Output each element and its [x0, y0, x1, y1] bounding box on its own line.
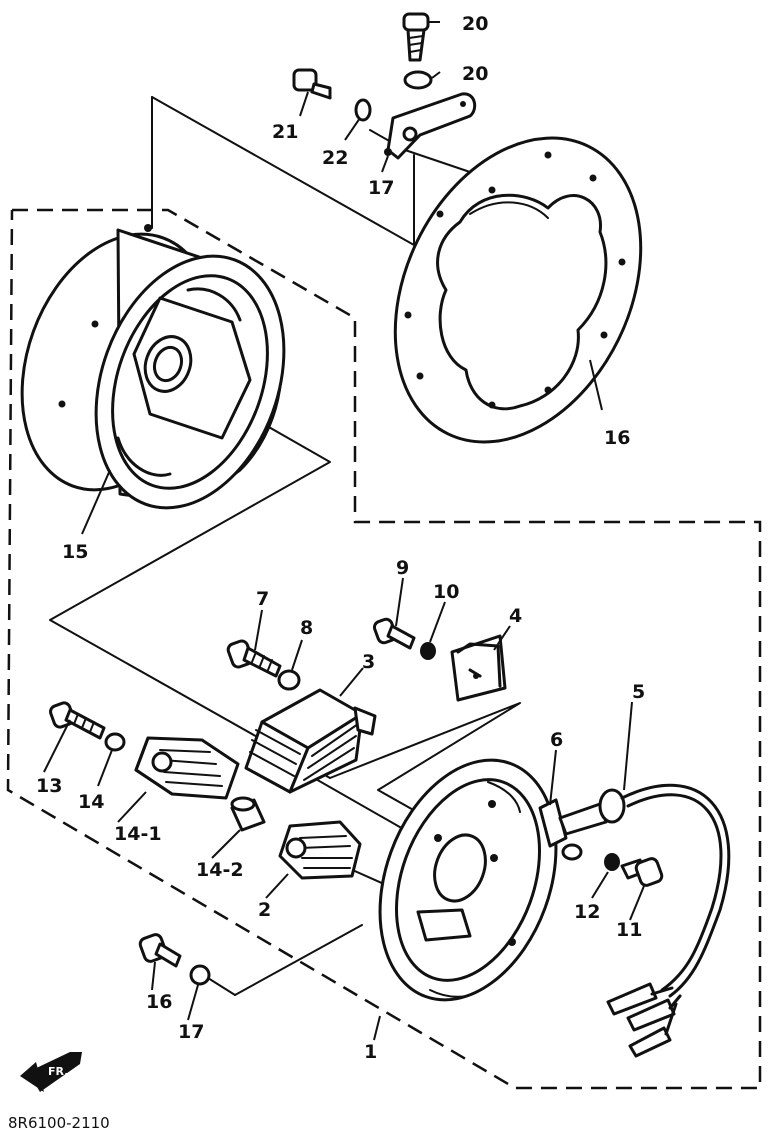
callout-5: 5: [632, 681, 645, 703]
assembly-boundary: [6, 208, 762, 1090]
callout-13: 13: [36, 775, 62, 797]
screw-11: [620, 857, 664, 887]
screw-9: [372, 617, 416, 650]
callout-10: 10: [433, 581, 459, 603]
callout-19: 17: [368, 177, 394, 199]
stator-gasket-ring: [393, 136, 643, 444]
callout-15: 15: [62, 541, 88, 563]
coil-3: [244, 688, 377, 794]
callout-21: 20: [462, 13, 488, 35]
callout-labels: 20 20 21 22 17 16 15 7 8 9 10 4 3 5 6 13…: [36, 13, 645, 1063]
callout-20: 20: [462, 63, 488, 85]
bracket: [384, 92, 477, 160]
callout-18: 16: [604, 427, 630, 449]
coil-2: [278, 820, 362, 880]
callout-1: 1: [364, 1041, 377, 1063]
screw-16: [138, 933, 182, 968]
callout-14: 14: [78, 791, 104, 813]
drawing-code: 8R6100-2110: [8, 1114, 110, 1132]
front-marker-text: FR.: [48, 1065, 68, 1078]
callout-11: 11: [616, 919, 642, 941]
washer-14: [104, 732, 126, 752]
screw-7: [226, 639, 282, 678]
bolt-21: [402, 12, 430, 62]
flywheel-rotor: [20, 224, 286, 510]
washer-8: [277, 669, 301, 691]
callout-3: 3: [362, 651, 375, 673]
callout-2: 2: [258, 899, 271, 921]
callout-8: 8: [300, 617, 313, 639]
callout-6: 6: [550, 729, 563, 751]
stator-plate: [378, 758, 558, 1002]
coil-14-1: [134, 736, 240, 800]
washer-23: [354, 98, 372, 122]
screw-13: [49, 701, 106, 740]
callout-12: 12: [574, 901, 600, 923]
brush-holder-4: [450, 634, 507, 702]
callout-22: 21: [272, 121, 298, 143]
callout-leaders: [43, 21, 645, 1041]
front-arrow-icon: FR.: [20, 1052, 82, 1092]
callout-14-2: 14-2: [196, 859, 244, 881]
callout-4: 4: [509, 605, 522, 627]
callout-16: 16: [146, 991, 172, 1013]
callout-23: 22: [322, 147, 348, 169]
callout-7: 7: [256, 588, 269, 610]
spacer-14-2: [230, 796, 266, 832]
washer-10: [420, 642, 436, 660]
callout-9: 9: [396, 557, 409, 579]
bolt-22: [292, 68, 332, 100]
washer-20: [403, 70, 433, 90]
washer-12: [604, 853, 620, 871]
callout-17: 17: [178, 1021, 204, 1043]
washer-17: [189, 964, 211, 986]
callout-14-1: 14-1: [114, 823, 162, 845]
lead-wire-5: [558, 783, 731, 1058]
